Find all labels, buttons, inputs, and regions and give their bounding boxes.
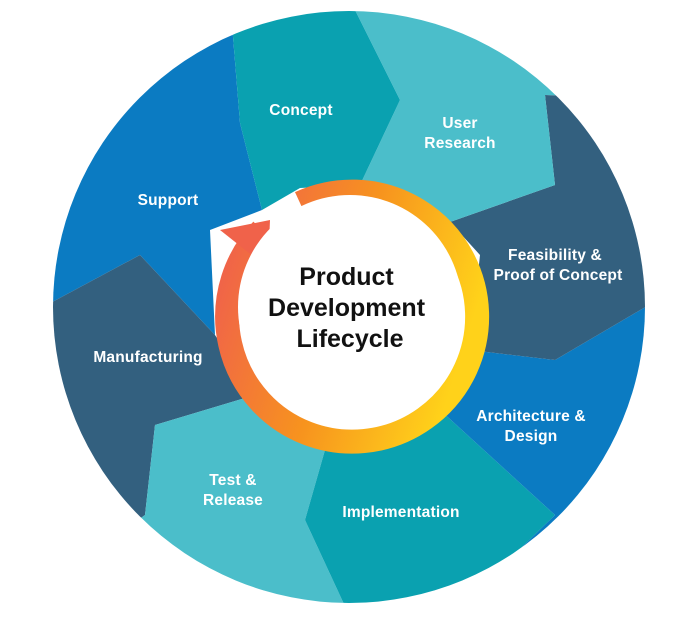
center-title-line-2: Development — [268, 294, 426, 322]
segment-label-architecture: Architecture & Design — [476, 408, 586, 445]
segment-label-feasibility: Feasibility & Proof of Concept — [494, 247, 623, 284]
segment-shape-implementation — [305, 410, 555, 603]
manufacturing-line-1: Manufacturing — [93, 349, 202, 366]
cycle-arrow-ring — [215, 179, 490, 454]
segment-label-concept: Concept — [269, 102, 332, 119]
segment-label-support: Support — [138, 192, 199, 209]
architecture-line-2: Design — [505, 428, 558, 445]
support-line-1: Support — [138, 192, 199, 209]
center-circle — [238, 195, 462, 419]
concept-line-1: Concept — [269, 102, 332, 119]
implementation-line-1: Implementation — [342, 504, 459, 521]
user-research-line-1: User — [442, 115, 477, 132]
segment-shape-user-research — [350, 11, 645, 222]
test-release-line-2: Release — [203, 492, 263, 509]
center-title-line-1: Product — [299, 263, 394, 291]
feasibility-line-1: Feasibility & — [508, 247, 602, 264]
architecture-line-1: Architecture & — [476, 408, 586, 425]
segment-shape-concept — [230, 11, 400, 210]
center-title: Product Development Lifecycle — [268, 263, 432, 353]
feasibility-line-2: Proof of Concept — [494, 267, 623, 284]
segment-label-manufacturing: Manufacturing — [93, 349, 202, 366]
segment-label-implementation: Implementation — [342, 504, 459, 521]
test-release-line-1: Test & — [209, 472, 256, 489]
center-title-line-3: Lifecycle — [296, 325, 403, 353]
user-research-line-2: Research — [424, 135, 495, 152]
segment-label-test-release: Test & Release — [203, 472, 263, 509]
